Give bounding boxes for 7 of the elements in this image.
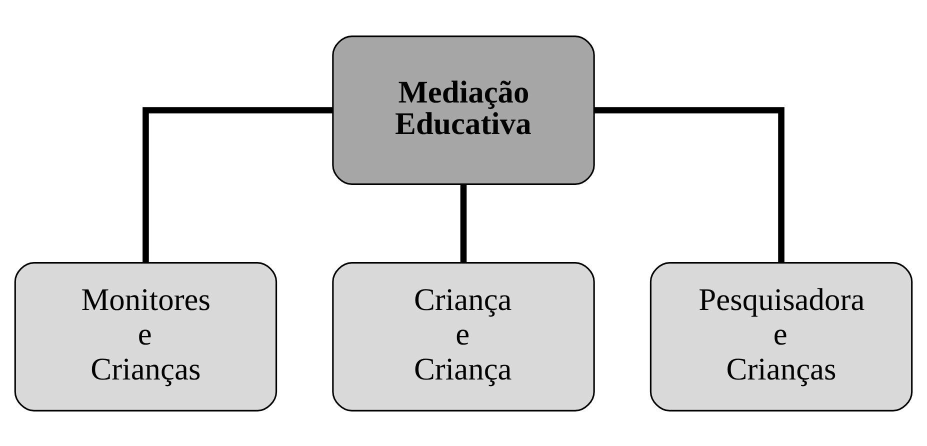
connector: [142, 106, 333, 262]
node-box: Criança e Criança: [332, 262, 595, 411]
connector: [594, 106, 784, 262]
node-box: Mediação Educativa: [332, 35, 595, 184]
node-box: Monitores e Crianças: [14, 262, 278, 411]
connector: [460, 184, 467, 262]
node-box: Pesquisadora e Crianças: [650, 262, 913, 411]
